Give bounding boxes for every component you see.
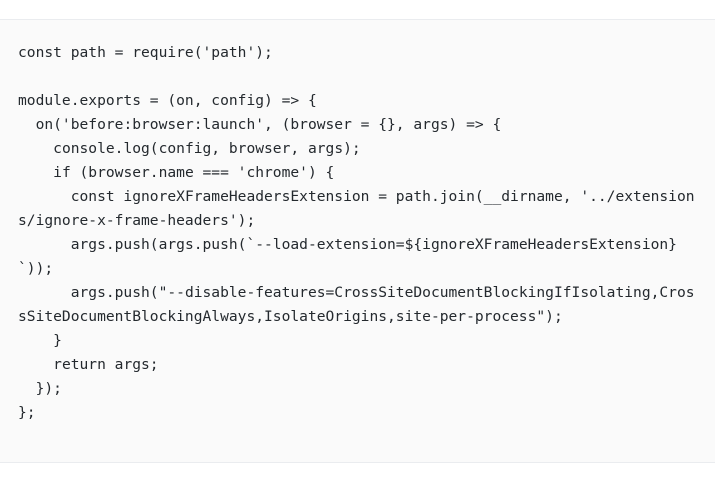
code-block-pre: const path = require('path'); module.exp… bbox=[0, 20, 715, 441]
code-block-container: const path = require('path'); module.exp… bbox=[0, 19, 715, 463]
code-block-content[interactable]: const path = require('path'); module.exp… bbox=[18, 44, 695, 421]
